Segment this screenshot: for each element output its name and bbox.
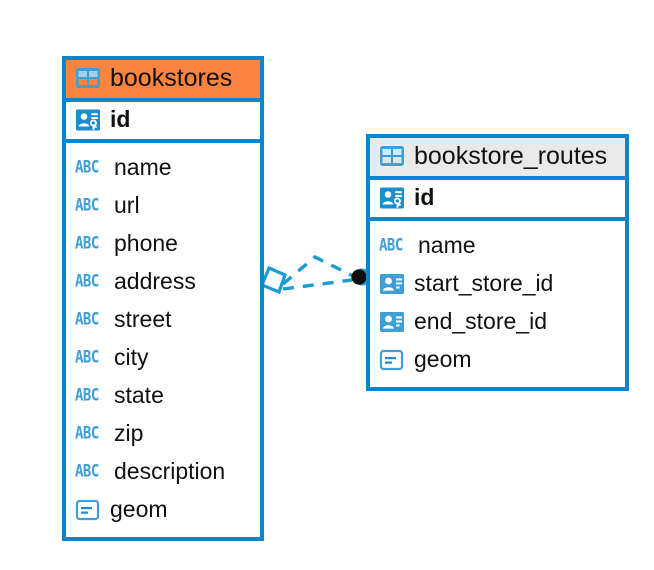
- text-field-icon: ABC: [75, 348, 99, 368]
- field-row[interactable]: ABC address: [75, 263, 252, 301]
- entity-header: bookstore_routes: [370, 138, 625, 180]
- field-label: name: [114, 154, 172, 181]
- text-field-icon: ABC: [75, 234, 99, 254]
- field-label: state: [114, 382, 164, 409]
- field-list: ABC name ABC url ABC phone ABC address A…: [66, 143, 260, 537]
- relationship-line-lower: [282, 278, 353, 291]
- field-row[interactable]: ABC phone: [75, 225, 252, 263]
- primary-key-icon: [75, 107, 101, 133]
- field-label: phone: [114, 230, 178, 257]
- foreign-key-icon: [379, 272, 405, 296]
- entity-name: bookstores: [110, 64, 233, 92]
- primary-key-row[interactable]: id: [66, 102, 260, 143]
- table-icon: [379, 145, 405, 167]
- text-field-icon: ABC: [75, 386, 99, 406]
- text-field-icon: ABC: [75, 462, 99, 482]
- geometry-field-icon: [75, 498, 101, 522]
- field-row[interactable]: ABC city: [75, 339, 252, 377]
- field-row[interactable]: start_store_id: [379, 265, 617, 303]
- field-label: city: [114, 344, 149, 371]
- field-row[interactable]: ABC description: [75, 453, 252, 491]
- relationship-line-upper: [281, 254, 354, 286]
- field-label: geom: [110, 496, 168, 523]
- field-label: description: [114, 458, 226, 485]
- entity-bookstores[interactable]: bookstores id ABC name: [62, 56, 264, 541]
- field-row[interactable]: ABC name: [75, 149, 252, 187]
- field-list: ABC name start_store_id: [370, 221, 625, 387]
- field-label: url: [114, 192, 140, 219]
- field-row[interactable]: ABC state: [75, 377, 252, 415]
- text-field-icon: ABC: [75, 196, 99, 216]
- entity-bookstore-routes[interactable]: bookstore_routes id ABC name: [366, 134, 629, 391]
- field-row[interactable]: geom: [379, 341, 617, 379]
- primary-key-icon: [379, 185, 405, 211]
- field-row[interactable]: ABC zip: [75, 415, 252, 453]
- field-label: geom: [414, 346, 472, 373]
- field-label: address: [114, 268, 196, 295]
- entity-header: bookstores: [66, 60, 260, 102]
- entity-name: bookstore_routes: [414, 142, 608, 170]
- field-label: start_store_id: [414, 270, 554, 297]
- primary-key-label: id: [414, 184, 435, 211]
- field-row[interactable]: ABC url: [75, 187, 252, 225]
- text-field-icon: ABC: [75, 424, 99, 444]
- primary-key-label: id: [110, 106, 131, 133]
- primary-key-row[interactable]: id: [370, 180, 625, 221]
- foreign-key-icon: [379, 310, 405, 334]
- table-icon: [75, 67, 101, 89]
- geometry-field-icon: [379, 348, 405, 372]
- field-row[interactable]: end_store_id: [379, 303, 617, 341]
- field-row[interactable]: ABC street: [75, 301, 252, 339]
- field-label: zip: [114, 420, 144, 447]
- field-row[interactable]: ABC name: [379, 227, 617, 265]
- text-field-icon: ABC: [75, 272, 99, 292]
- field-row[interactable]: geom: [75, 491, 252, 529]
- text-field-icon: ABC: [75, 158, 99, 178]
- text-field-icon: ABC: [75, 310, 99, 330]
- diamond-marker: [259, 265, 288, 295]
- text-field-icon: ABC: [379, 236, 403, 256]
- field-label: name: [418, 232, 476, 259]
- field-label: street: [114, 306, 172, 333]
- field-label: end_store_id: [414, 308, 547, 335]
